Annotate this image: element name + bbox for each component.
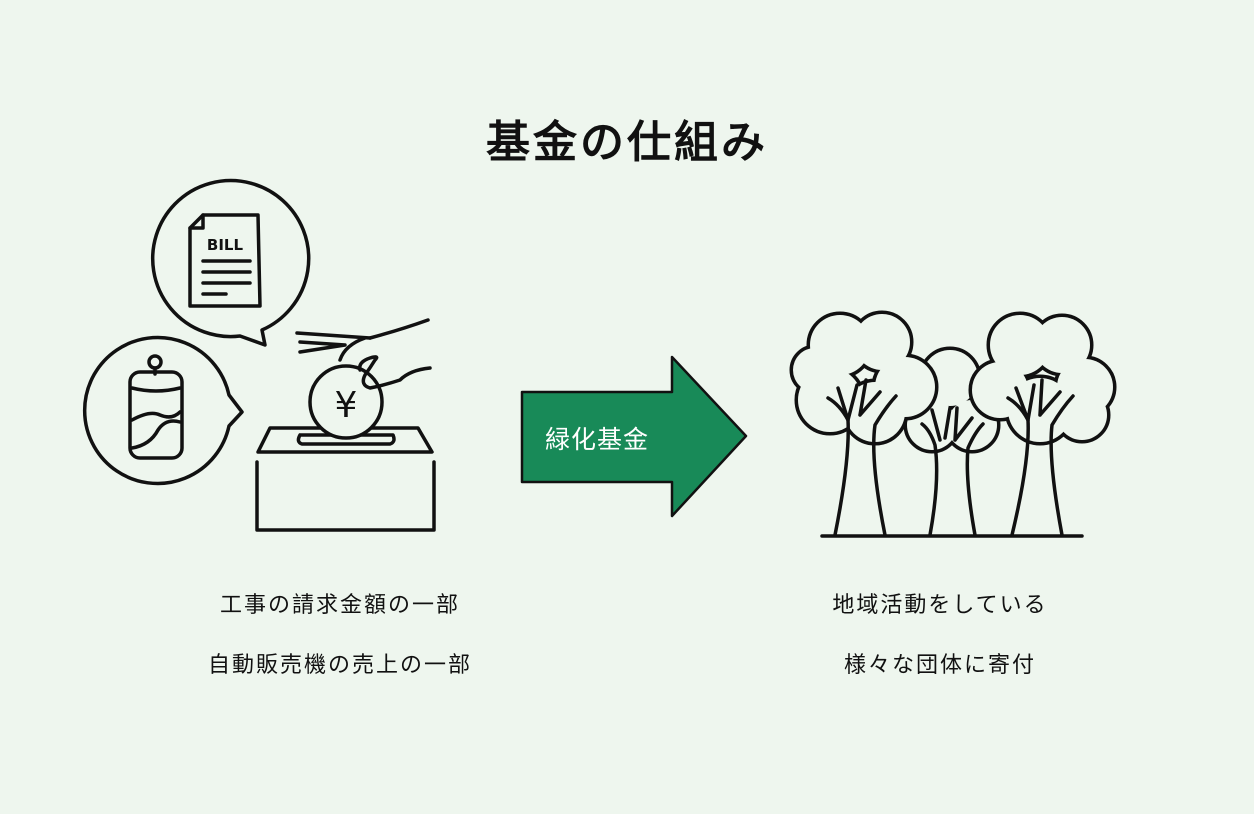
right-caption-1: 地域活動をしている: [832, 593, 1048, 618]
trees-icon: [789, 310, 1117, 538]
arrow-shape: [520, 355, 748, 518]
right-caption-2: 様々な団体に寄付: [843, 653, 1036, 678]
bill-text: BILL: [207, 236, 244, 254]
left-caption-2: 自動販売機の売上の一部: [207, 653, 472, 678]
left-caption-1: 工事の請求金額の一部: [219, 593, 460, 618]
yen-symbol: ¥: [335, 385, 358, 426]
page-title: 基金の仕組み: [486, 117, 768, 168]
arrow-label: 緑化基金: [544, 425, 649, 454]
can-speech-bubble-icon: [82, 335, 244, 486]
bill-speech-bubble-icon: BILL: [150, 178, 311, 347]
donation-box-icon: ¥: [255, 318, 436, 532]
